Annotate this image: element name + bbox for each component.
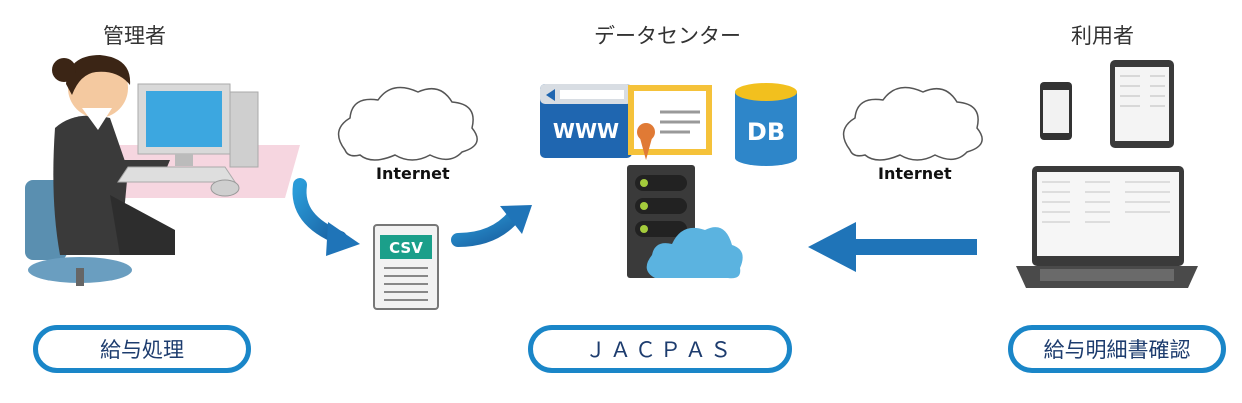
- smartphone-icon: [1040, 82, 1072, 140]
- system-name-pill: ＪＡＣＰＡＳ: [528, 325, 792, 373]
- laptop-icon: [1016, 166, 1198, 288]
- csv-badge-label: CSV: [389, 239, 423, 257]
- monitor-icon: [117, 83, 259, 197]
- system-name-label: ＪＡＣＰＡＳ: [585, 338, 735, 362]
- cloud-right-icon: [842, 86, 983, 161]
- user-action-pill: 給与明細書確認: [1008, 325, 1226, 373]
- arrow-csv-to-datacenter-icon: [451, 205, 532, 247]
- user-action-label: 給与明細書確認: [1043, 338, 1191, 362]
- cloud-right-label: Internet: [878, 164, 952, 183]
- db-badge-label: DB: [747, 118, 785, 146]
- admin-illustration: [25, 55, 300, 286]
- cloud-left-icon: [337, 86, 478, 161]
- certificate-icon: [628, 85, 712, 160]
- browser-icon: [540, 84, 632, 158]
- admin-action-label: 給与処理: [100, 338, 184, 362]
- tablet-icon: [1110, 60, 1174, 148]
- www-badge-label: WWW: [553, 119, 619, 143]
- csv-document-icon: [373, 224, 439, 310]
- admin-heading: 管理者: [103, 24, 166, 48]
- cloud-left-label: Internet: [376, 164, 450, 183]
- cloud-service-icon: [646, 227, 743, 279]
- arrow-user-to-datacenter-icon: [808, 222, 977, 272]
- arrow-admin-to-csv-icon: [292, 178, 360, 256]
- user-heading: 利用者: [1071, 24, 1134, 48]
- database-icon: [735, 83, 797, 166]
- datacenter-heading: データセンター: [594, 24, 741, 48]
- admin-action-pill: 給与処理: [33, 325, 251, 373]
